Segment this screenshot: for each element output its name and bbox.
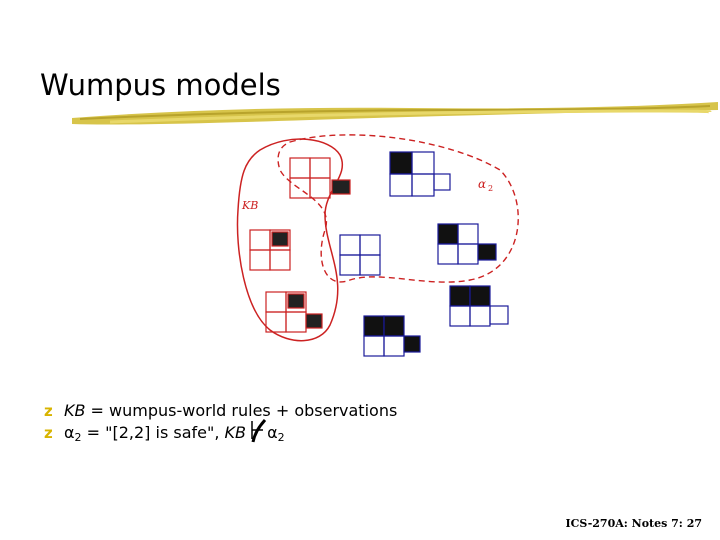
not-entails-icon xyxy=(251,419,267,443)
model-grid xyxy=(249,229,291,271)
kb-term: KB xyxy=(224,423,246,442)
alpha2-label: α xyxy=(478,177,486,191)
slide-footer: ICS-270A: Notes 7: 27 xyxy=(565,517,702,530)
kb-label: KB xyxy=(241,199,258,212)
alpha-symbol: α xyxy=(64,423,75,442)
alpha-subscript: 2 xyxy=(277,431,285,444)
model-grid xyxy=(449,285,509,327)
wumpus-models-diagram: KB α 2 xyxy=(236,134,519,357)
z-bullet-icon: z xyxy=(44,402,53,420)
bullet-text: = wumpus-world rules + observations xyxy=(85,401,398,420)
bullet-text: = "[2,2] is safe", xyxy=(81,423,225,442)
model-grid xyxy=(265,291,323,333)
bullet-item: z KB = wumpus-world rules + observations xyxy=(44,400,397,422)
page-title: Wumpus models xyxy=(40,68,281,102)
kb-term: KB xyxy=(64,401,86,420)
alpha2-label-sub: 2 xyxy=(488,184,493,193)
kb-region xyxy=(236,138,343,342)
alpha-symbol: α xyxy=(267,423,278,442)
alpha2-region xyxy=(277,134,519,283)
alpha-subscript: 2 xyxy=(74,431,82,444)
model-grid xyxy=(437,223,497,265)
z-bullet-icon: z xyxy=(44,424,53,442)
title-underline-brush xyxy=(72,102,718,125)
model-grid xyxy=(389,151,451,197)
model-grid xyxy=(289,157,351,199)
model-grid xyxy=(363,315,421,357)
model-grid xyxy=(339,234,381,276)
